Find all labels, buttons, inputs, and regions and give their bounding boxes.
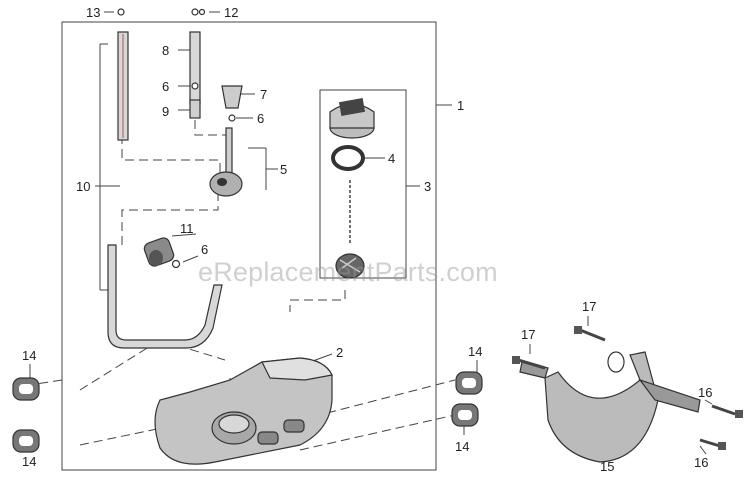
fuel-filter	[221, 85, 243, 109]
callout-14c: 14	[468, 344, 483, 359]
callout-16a: 16	[698, 385, 713, 400]
callout-2: 2	[336, 345, 344, 360]
callout-4: 4	[388, 151, 396, 166]
assembly-paths	[29, 120, 456, 451]
watermark: eReplacementParts.com	[198, 257, 498, 287]
callout-14d: 14	[455, 439, 470, 454]
fuel-cap	[329, 98, 375, 279]
callout-10: 10	[76, 179, 91, 194]
callout-11: 11	[180, 221, 194, 236]
callout-14b: 14	[22, 454, 37, 469]
bolts	[512, 326, 743, 450]
callout-8: 8	[162, 43, 170, 58]
fuel-pickup-grommet	[209, 127, 243, 197]
callout-9: 9	[162, 104, 170, 119]
primer-bulb	[143, 237, 175, 267]
fittings	[117, 8, 236, 269]
callout-14a: 14	[22, 348, 37, 363]
fuel-line-tubes	[107, 31, 223, 349]
callout-15: 15	[600, 459, 615, 474]
callout-3: 3	[424, 179, 432, 194]
callout-17b: 17	[582, 299, 597, 314]
cap-subassembly-frame	[319, 89, 407, 279]
leader-lines	[29, 11, 713, 459]
callout-16b: 16	[694, 455, 709, 470]
callout-6a: 6	[162, 79, 170, 94]
callout-12: 12	[224, 5, 239, 20]
grommets	[12, 371, 483, 453]
assembly-frame	[61, 21, 437, 471]
callout-13: 13	[86, 5, 101, 20]
callout-6c: 6	[201, 242, 209, 257]
callout-6b: 6	[257, 111, 265, 126]
callout-17a: 17	[521, 327, 536, 342]
callout-1: 1	[457, 98, 465, 113]
tank-bracket	[519, 351, 701, 463]
callout-5: 5	[280, 162, 288, 177]
callout-7: 7	[260, 87, 268, 102]
fuel-tank	[154, 357, 333, 465]
